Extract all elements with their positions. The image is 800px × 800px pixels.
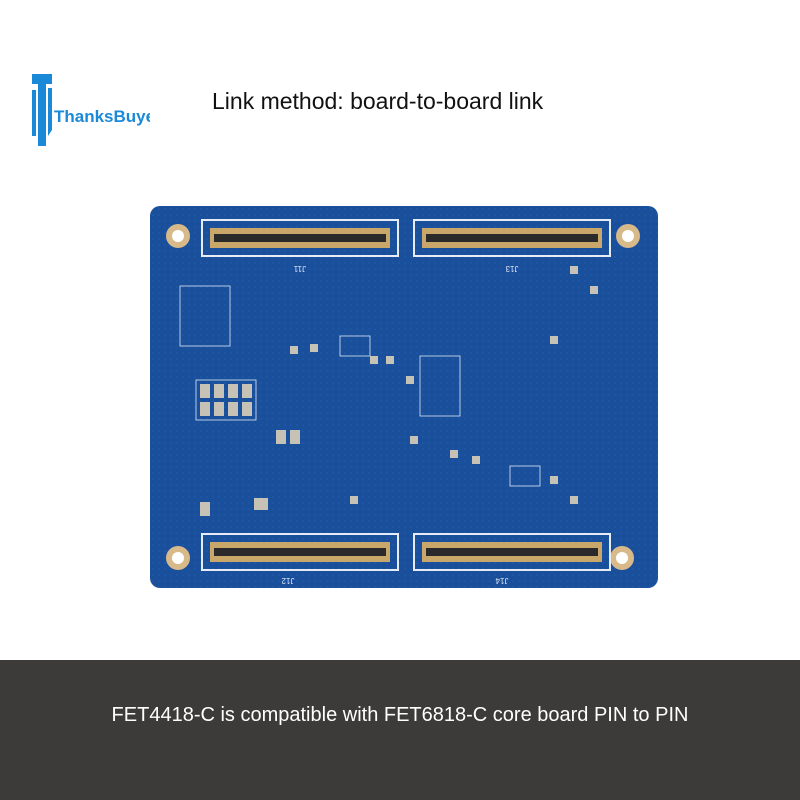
connector-j14 [413, 533, 611, 571]
mounting-hole [166, 224, 190, 248]
mounting-hole [166, 546, 190, 570]
silkscreen-outlines [179, 285, 541, 487]
connector-label-j11: J11 [293, 264, 306, 273]
connector-label-j13: J13 [505, 264, 518, 273]
connector-j12 [201, 533, 399, 571]
footer-text: FET4418-C is compatible with FET6818-C c… [111, 704, 689, 726]
brand-logo: ThanksBuyer [32, 74, 150, 146]
connector-j13 [413, 219, 611, 257]
logo-mark-icon [32, 74, 52, 146]
pcb-board: J11 J13 J12 J14 [150, 206, 658, 588]
connector-j11 [201, 219, 399, 257]
footer-banner: FET4418-C is compatible with FET6818-C c… [0, 660, 800, 800]
connector-label-j12: J12 [281, 576, 294, 585]
logo-wordmark: ThanksBuyer [54, 107, 150, 126]
connector-label-j14: J14 [495, 576, 508, 585]
mounting-hole [610, 546, 634, 570]
headline: Link method: board-to-board link [212, 88, 544, 114]
mounting-hole [616, 224, 640, 248]
smd-components [200, 266, 598, 516]
